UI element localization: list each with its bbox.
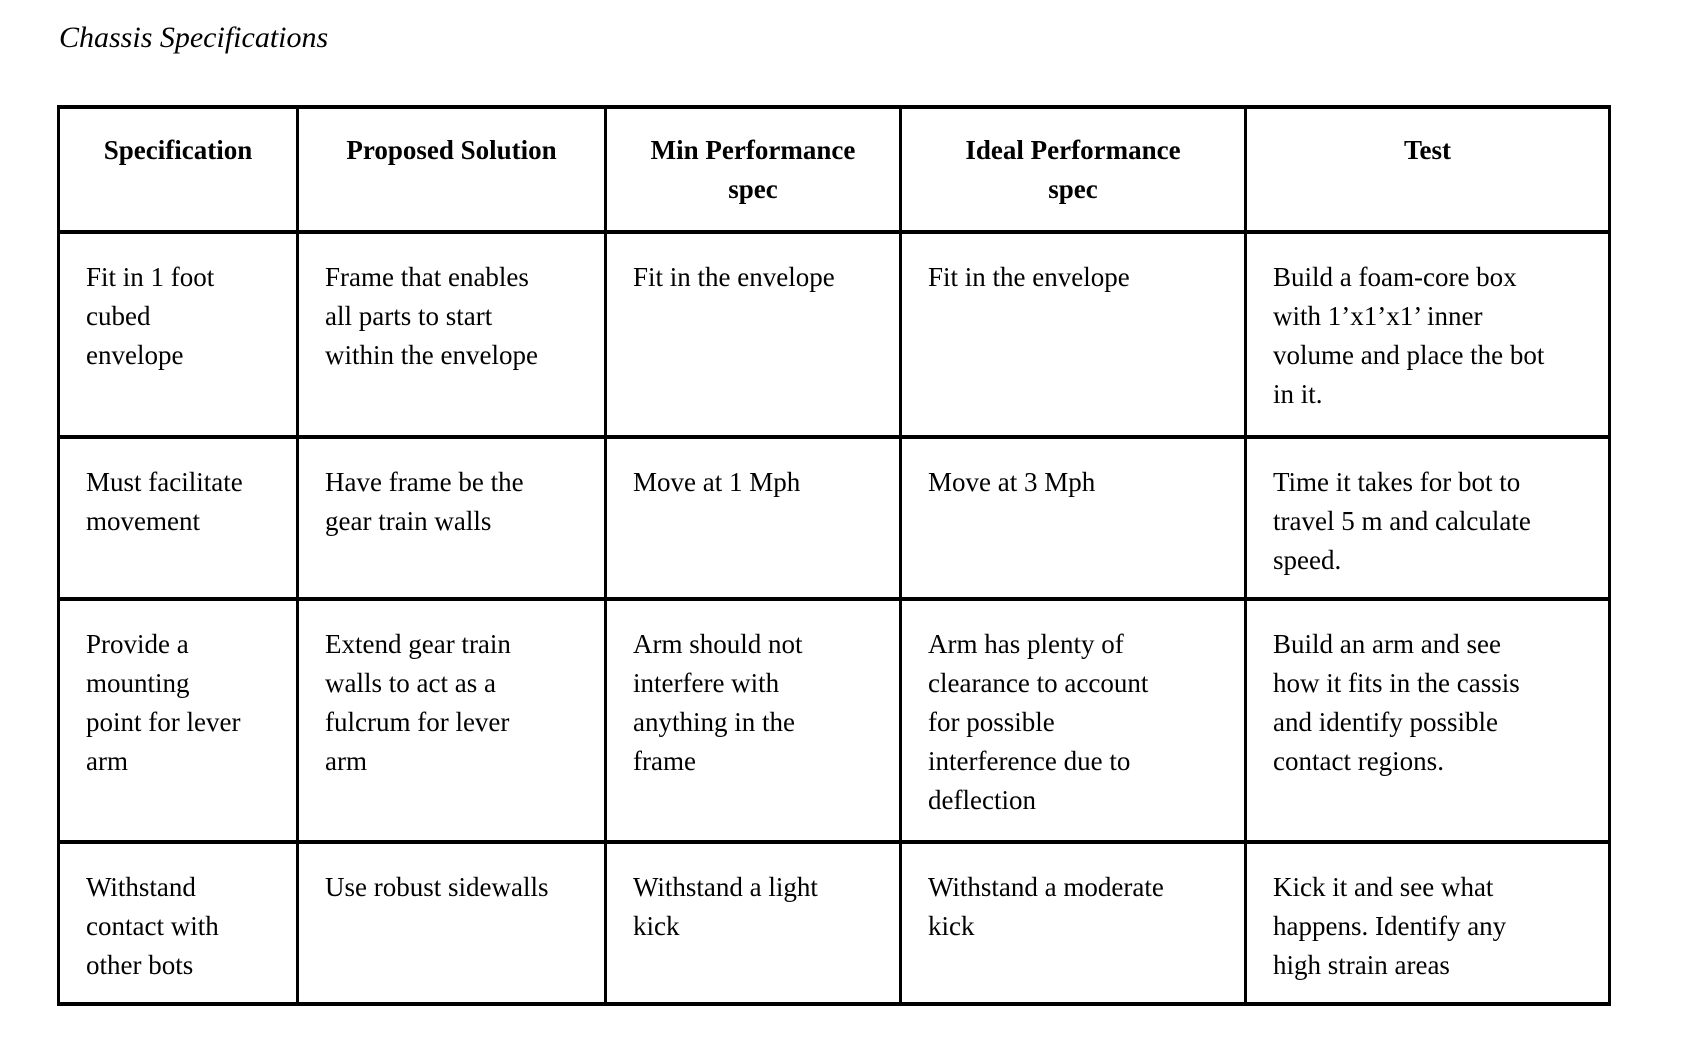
table-row-movement: Must facilitate movement Have frame be t… bbox=[57, 435, 1611, 601]
cell-r3-ideal-performance: Arm has plenty of clearance to account f… bbox=[899, 597, 1247, 844]
header-row: Specification Proposed Solution Min Perf… bbox=[57, 105, 1611, 234]
cell-r4-test: Kick it and see what happens. Identify a… bbox=[1244, 840, 1611, 1006]
cell-r1-specification: Fit in 1 foot cubed envelope bbox=[57, 230, 299, 439]
table-row-lever-arm-mount: Provide a mounting point for lever arm E… bbox=[57, 597, 1611, 844]
cell-r1-min-performance: Fit in the envelope bbox=[604, 230, 902, 439]
cell-r1-test: Build a foam-core box with 1’x1’x1’ inne… bbox=[1244, 230, 1611, 439]
cell-r4-specification: Withstand contact with other bots bbox=[57, 840, 299, 1006]
cell-r2-test: Time it takes for bot to travel 5 m and … bbox=[1244, 435, 1611, 601]
column-header-specification: Specification bbox=[57, 105, 299, 234]
cell-r4-proposed-solution: Use robust sidewalls bbox=[296, 840, 607, 1006]
cell-r2-proposed-solution: Have frame be the gear train walls bbox=[296, 435, 607, 601]
page-title: Chassis Specifications bbox=[59, 21, 329, 54]
cell-r3-specification: Provide a mounting point for lever arm bbox=[57, 597, 299, 844]
cell-r1-ideal-performance: Fit in the envelope bbox=[899, 230, 1247, 439]
table-row-fit-envelope: Fit in 1 foot cubed envelope Frame that … bbox=[57, 230, 1611, 439]
cell-r1-proposed-solution: Frame that enables all parts to start wi… bbox=[296, 230, 607, 439]
cell-r2-ideal-performance: Move at 3 Mph bbox=[899, 435, 1247, 601]
cell-r4-min-performance: Withstand a light kick bbox=[604, 840, 902, 1006]
cell-r3-min-performance: Arm should not interfere with anything i… bbox=[604, 597, 902, 844]
column-header-test: Test bbox=[1244, 105, 1611, 234]
cell-r2-min-performance: Move at 1 Mph bbox=[604, 435, 902, 601]
column-header-proposed-solution: Proposed Solution bbox=[296, 105, 607, 234]
column-header-ideal-performance: Ideal Performance spec bbox=[899, 105, 1247, 234]
cell-r2-specification: Must facilitate movement bbox=[57, 435, 299, 601]
cell-r3-proposed-solution: Extend gear train walls to act as a fulc… bbox=[296, 597, 607, 844]
cell-r3-test: Build an arm and see how it fits in the … bbox=[1244, 597, 1611, 844]
table-row-withstand-contact: Withstand contact with other bots Use ro… bbox=[57, 840, 1611, 1006]
chassis-spec-table: Specification Proposed Solution Min Perf… bbox=[57, 105, 1611, 1006]
column-header-min-performance: Min Performance spec bbox=[604, 105, 902, 234]
cell-r4-ideal-performance: Withstand a moderate kick bbox=[899, 840, 1247, 1006]
